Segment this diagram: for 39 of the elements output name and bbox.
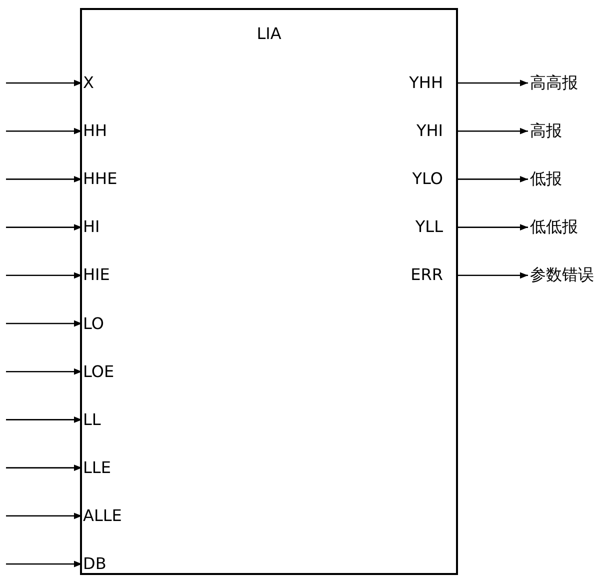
output-label: 高报 [530,121,562,142]
arrow [6,272,82,279]
function-block [80,8,458,575]
pin-label: X [82,73,94,93]
pin-label: ERR [410,265,456,286]
pin-label: YHI [416,121,456,142]
arrow [6,80,82,86]
arrow [6,176,82,182]
pin-label: HI [82,217,100,238]
arrow [458,176,528,182]
arrow [6,368,82,375]
arrow [6,416,82,423]
arrow [6,320,82,327]
arrow [6,464,82,471]
arrow [6,128,82,134]
output-label: 低低报 [530,217,578,238]
output-label: 参数错误 [530,265,594,286]
pin-label: LOE [82,362,114,382]
arrow [6,512,82,520]
pin-label: YHH [409,73,456,93]
pin-label: YLL [415,217,456,238]
pin-label: LO [82,314,104,334]
pin-label: HH [82,121,108,142]
pin-label: DB [82,554,106,574]
pin-label: ALLE [82,506,122,526]
arrow [6,224,82,230]
arrow [458,272,528,279]
arrow [6,560,82,568]
pin-label: LL [82,410,101,430]
pin-label: HHE [82,169,118,190]
arrow [458,128,528,134]
pin-label: LLE [82,458,111,478]
pin-label: HIE [82,265,110,286]
pin-label: YLO [412,169,456,190]
arrow [458,80,528,86]
arrow [458,224,528,230]
output-label: 高高报 [530,73,578,93]
output-label: 低报 [530,169,562,190]
block-title: LIA [256,24,282,43]
